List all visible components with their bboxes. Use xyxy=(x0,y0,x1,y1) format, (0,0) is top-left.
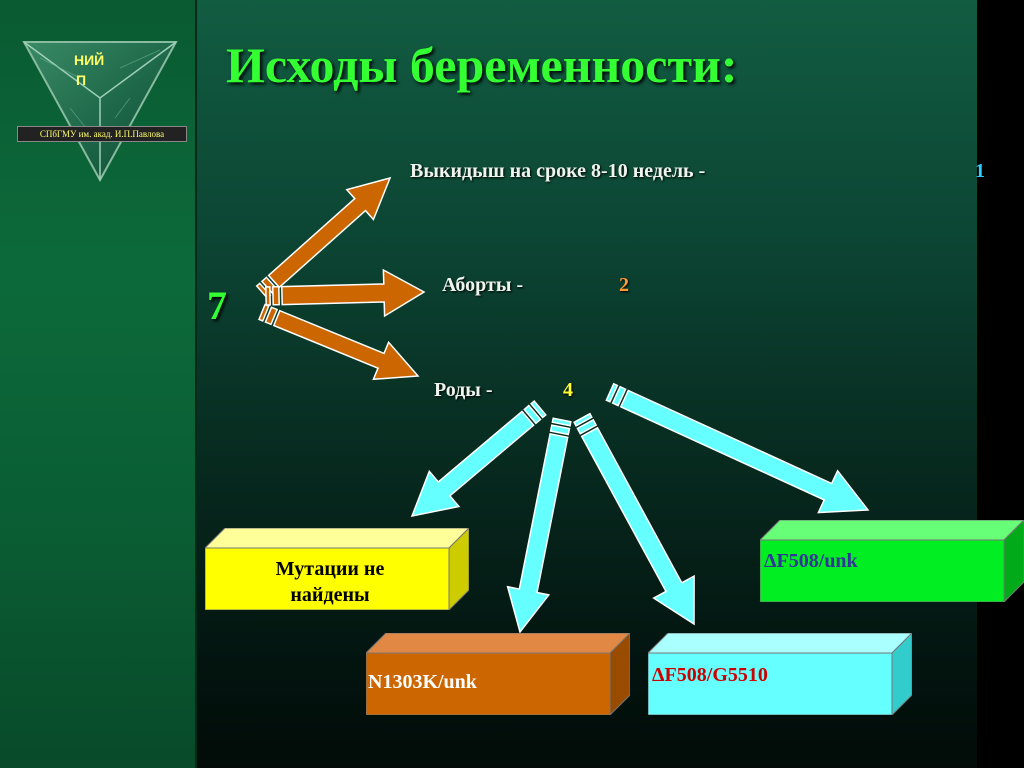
arrow-to-n1303k xyxy=(506,417,572,634)
logo-band: СПбГМУ им. акад. И.П.Павлова xyxy=(17,126,187,142)
logo-text-line2: П xyxy=(76,72,87,88)
outcome-count-births: 4 xyxy=(563,379,573,401)
arrow-to-f508-unk xyxy=(605,382,870,514)
right-strip xyxy=(977,0,1024,768)
arrow-to-f508-g5510 xyxy=(573,412,695,626)
genotype-box-f508-g5510: ΔF508/G5510 xyxy=(648,633,912,715)
total-count: 7 xyxy=(207,283,227,328)
genotype-label-no-mutations: Мутации не найдены xyxy=(275,558,385,606)
outcome-count-miscarriage: 1 xyxy=(975,160,985,182)
outcome-label-births: Роды - xyxy=(434,379,493,401)
genotype-label-n1303k: N1303K/unk xyxy=(368,671,477,693)
genotype-label-f508-g5510: ΔF508/G5510 xyxy=(652,664,768,686)
genotype-box-no-mutations: Мутации не найдены xyxy=(205,528,469,610)
arrow-to-births xyxy=(258,303,420,381)
outcome-label-abortions: Аборты - xyxy=(442,274,524,296)
genotype-box-n1303k: N1303K/unk xyxy=(366,633,630,715)
logo-text-line1: НИЙ xyxy=(74,52,105,68)
outcome-count-abortions: 2 xyxy=(619,274,629,296)
outcome-label-miscarriage: Выкидыш на сроке 8-10 недель - xyxy=(410,160,706,182)
slide-title: Исходы беременности: xyxy=(226,37,738,93)
arrow-to-no-mutations xyxy=(410,400,547,518)
genotype-box-f508-unk: ΔF508/unk xyxy=(760,520,1024,602)
arrow-to-miscarriage xyxy=(255,176,392,300)
genotype-label-f508-unk: ΔF508/unk xyxy=(764,550,858,572)
arrow-to-abortions xyxy=(265,268,426,318)
